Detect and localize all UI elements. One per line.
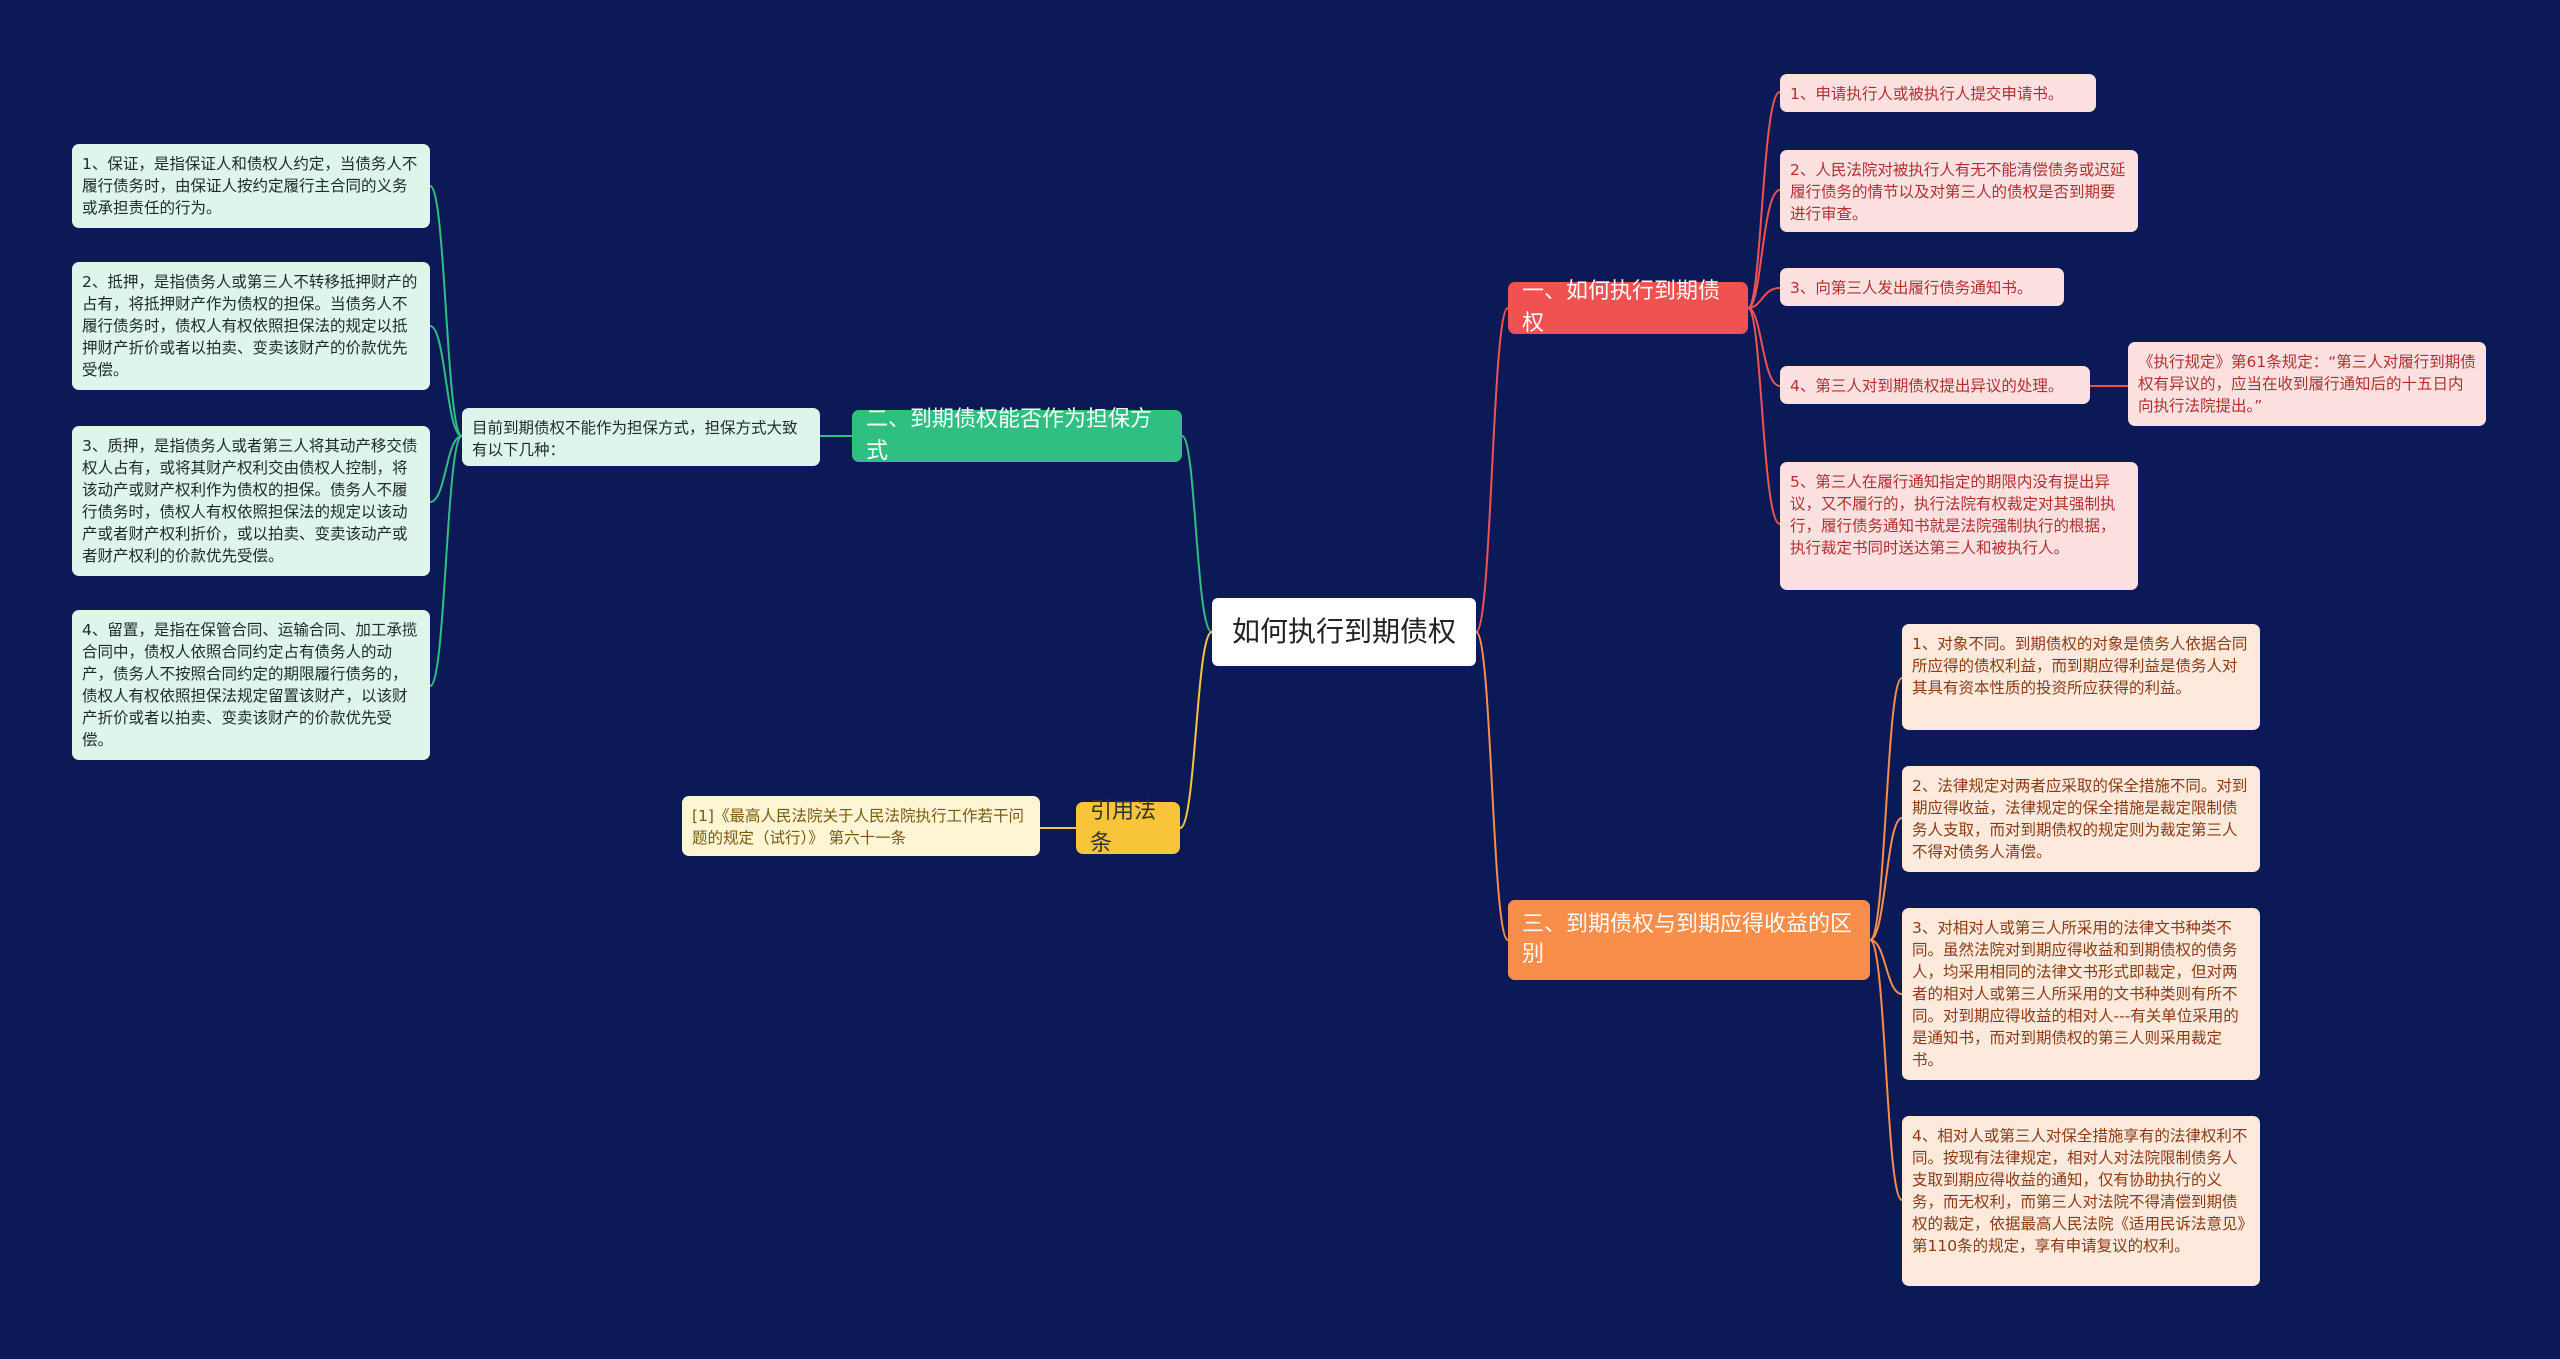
branch-difference[interactable]: 三、到期债权与到期应得收益的区别 xyxy=(1508,900,1870,980)
b2-intro[interactable]: 目前到期债权不能作为担保方式，担保方式大致有以下几种： xyxy=(462,408,820,466)
root-topic[interactable]: 如何执行到期债权 xyxy=(1212,598,1476,666)
b2-item-pledge[interactable]: 3、质押，是指债务人或者第三人将其动产移交债权人占有，或将其财产权利交由债权人控… xyxy=(72,426,430,576)
b2-item-lien[interactable]: 4、留置，是指在保管合同、运输合同、加工承揽合同中，债权人依照合同约定占有债务人… xyxy=(72,610,430,760)
branch-cited-law[interactable]: 引用法条 xyxy=(1076,799,1180,856)
b1-item-4[interactable]: 4、第三人对到期债权提出异议的处理。 xyxy=(1780,366,2090,404)
branch-how-to-execute[interactable]: 一、如何执行到期债权 xyxy=(1508,279,1748,336)
link-root-b1 xyxy=(1475,307,1509,633)
b1-item-1[interactable]: 1、申请执行人或被执行人提交申请书。 xyxy=(1780,74,2096,112)
b2-item-mortgage[interactable]: 2、抵押，是指债务人或第三人不转移抵押财产的占有，将抵押财产作为债权的担保。当债… xyxy=(72,262,430,390)
link-root-b3 xyxy=(1179,631,1213,829)
b1-item-3[interactable]: 3、向第三人发出履行债务通知书。 xyxy=(1780,268,2064,306)
b1-item-5[interactable]: 5、第三人在履行通知指定的期限内没有提出异议，又不履行的，执行法院有权裁定对其强… xyxy=(1780,462,2138,590)
b4-item-3[interactable]: 3、对相对人或第三人所采用的法律文书种类不同。虽然法院对到期应得收益和到期债权的… xyxy=(1902,908,2260,1080)
b1-item-2[interactable]: 2、人民法院对被执行人有无不能清偿债务或迟延履行债务的情节以及对第三人的债权是否… xyxy=(1780,150,2138,232)
b2-item-guarantee[interactable]: 1、保证，是指保证人和债权人约定，当债务人不履行债务时，由保证人按约定履行主合同… xyxy=(72,144,430,228)
link-root-b4 xyxy=(1475,631,1509,941)
b3-citation-1[interactable]: [1]《最高人民法院关于人民法院执行工作若干问题的规定（试行）》 第六十一条 xyxy=(682,796,1040,856)
b4-item-2[interactable]: 2、法律规定对两者应采取的保全措施不同。对到期应得收益，法律规定的保全措施是裁定… xyxy=(1902,766,2260,872)
b4-item-4[interactable]: 4、相对人或第三人对保全措施享有的法律权利不同。按现有法律规定，相对人对法院限制… xyxy=(1902,1116,2260,1286)
b1-item-4-note[interactable]: 《执行规定》第61条规定：“第三人对履行到期债权有异议的，应当在收到履行通知后的… xyxy=(2128,342,2486,426)
branch-guarantee-methods[interactable]: 二、到期债权能否作为担保方式 xyxy=(852,407,1182,464)
b4-item-1[interactable]: 1、对象不同。到期债权的对象是债务人依据合同所应得的债权利益，而到期应得利益是债… xyxy=(1902,624,2260,730)
link-root-b2 xyxy=(1181,435,1213,633)
